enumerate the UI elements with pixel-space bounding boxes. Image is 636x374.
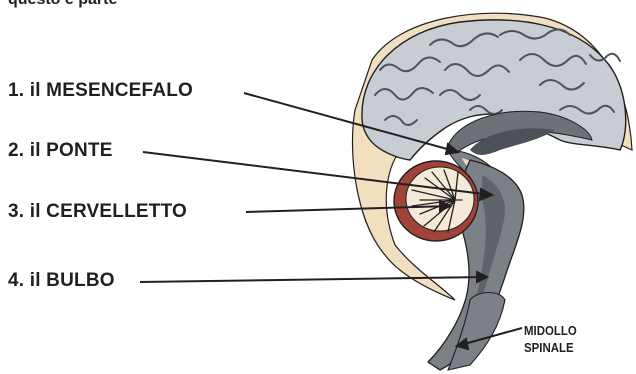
label-ponte-number: 2. bbox=[8, 140, 24, 161]
leader-bulbo bbox=[140, 277, 487, 282]
label-ponte-name: il PONTE bbox=[30, 140, 113, 161]
label-ponte: 2. il PONTE bbox=[8, 140, 113, 162]
label-midollo-spinale: MIDOLLO SPINALE bbox=[524, 322, 577, 356]
label-cervelletto-name: il CERVELLETTO bbox=[30, 201, 187, 222]
label-bulbo-name: il BULBO bbox=[30, 270, 115, 291]
caption-line-1: MIDOLLO bbox=[524, 322, 577, 339]
label-mesencefalo: 1. il MESENCEFALO bbox=[8, 80, 193, 102]
label-mesencefalo-number: 1. bbox=[8, 80, 24, 101]
label-cervelletto: 3. il CERVELLETTO bbox=[8, 201, 187, 223]
label-mesencefalo-name: il MESENCEFALO bbox=[30, 80, 193, 101]
label-cervelletto-number: 3. bbox=[8, 201, 24, 222]
label-bulbo-number: 4. bbox=[8, 270, 24, 291]
label-bulbo: 4. il BULBO bbox=[8, 270, 115, 292]
caption-line-2: SPINALE bbox=[524, 339, 577, 356]
cerebellum-core bbox=[406, 167, 474, 231]
